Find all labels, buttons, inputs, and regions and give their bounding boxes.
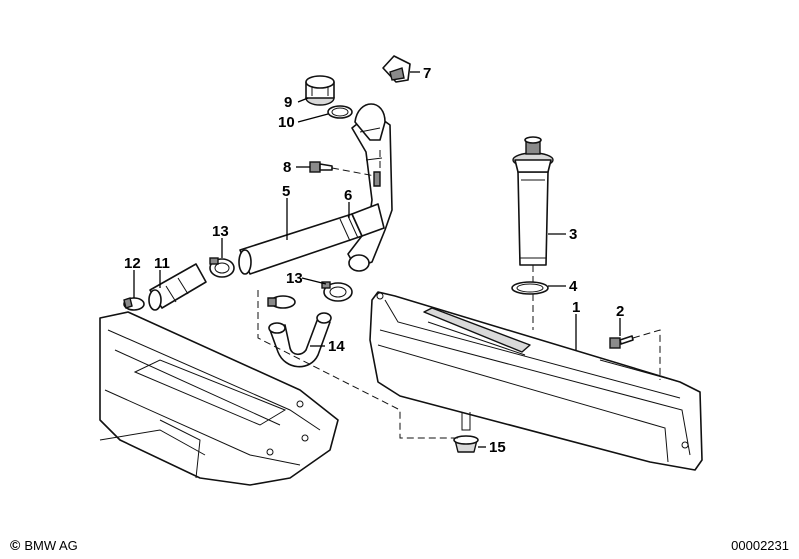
copyright-notice: © BMW AG (10, 537, 78, 553)
drain-plug (453, 412, 479, 453)
bolt (309, 161, 376, 177)
callout-1: 1 (572, 299, 580, 316)
callout-15: 15 (489, 439, 506, 456)
callout-7: 7 (423, 65, 431, 82)
callout-13-upper: 13 (212, 223, 229, 240)
callout-8: 8 (283, 159, 291, 176)
cap-holder (382, 55, 411, 83)
callout-labels: 1 2 3 4 5 6 7 8 9 10 11 12 13 13 14 15 (124, 65, 624, 456)
fuel-level-sender (512, 136, 554, 266)
hose-clamp-mid (267, 295, 296, 309)
callout-6: 6 (344, 187, 352, 204)
filler-cap (305, 75, 335, 106)
hose-clamp-small (123, 297, 145, 311)
callout-3: 3 (569, 226, 577, 243)
elbow-hose (268, 312, 332, 368)
callout-4: 4 (569, 278, 578, 295)
callout-14: 14 (328, 338, 345, 355)
callout-leaders (133, 71, 621, 448)
callout-9: 9 (284, 94, 292, 111)
callout-2: 2 (616, 303, 624, 320)
gasket-ring (327, 105, 353, 119)
fuel-tank (369, 291, 703, 471)
document-number: 00002231 (731, 538, 789, 553)
screw (609, 329, 661, 380)
callout-13-lower: 13 (286, 270, 303, 287)
filler-pipe (238, 203, 385, 275)
filler-neck (347, 103, 393, 272)
hose-clamp-upper (209, 257, 235, 278)
callout-5: 5 (282, 183, 290, 200)
callout-11: 11 (154, 255, 170, 272)
sealing-ring (511, 281, 549, 295)
callout-12: 12 (124, 255, 141, 272)
assembly-lines (257, 150, 534, 439)
copyright-symbol: © (10, 537, 21, 553)
body-floor-pan (99, 311, 339, 486)
brand-name: BMW AG (24, 537, 78, 553)
hose-clamp-lower (321, 281, 353, 302)
callout-10: 10 (278, 114, 295, 131)
vent-hose (148, 263, 207, 311)
